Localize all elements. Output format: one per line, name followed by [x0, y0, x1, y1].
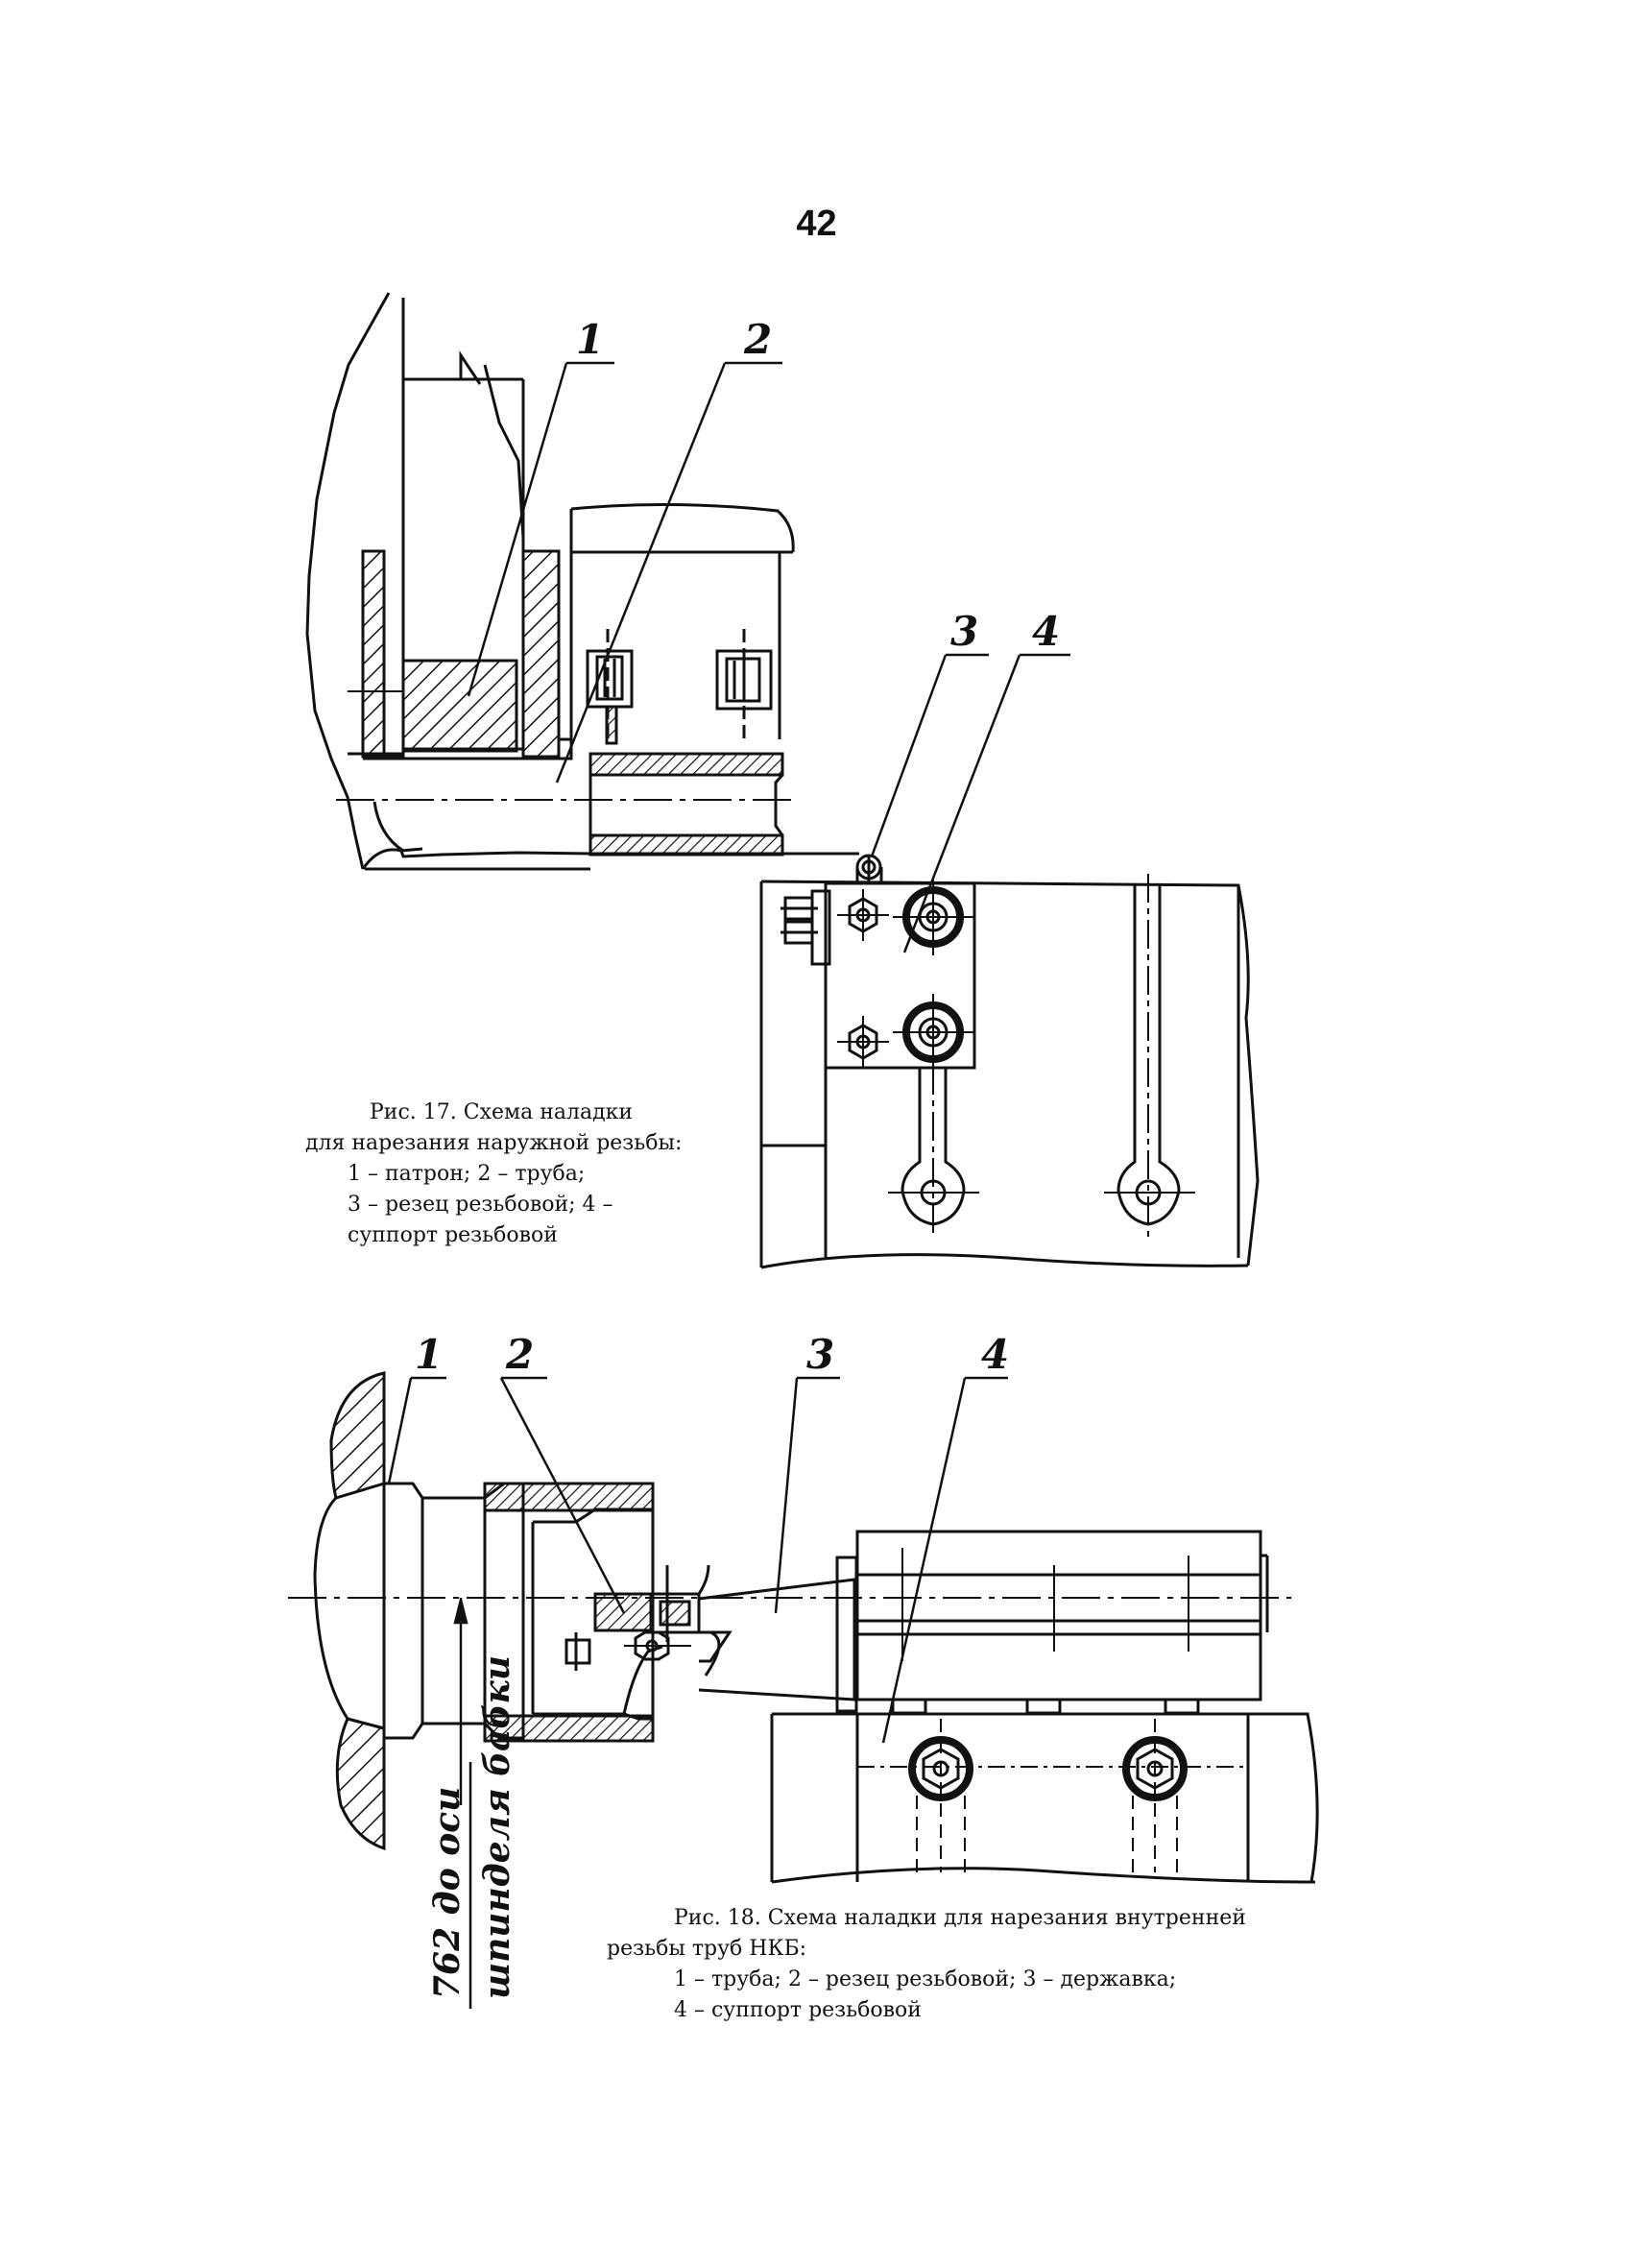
- fig18-label-4: 4: [981, 1331, 1009, 1378]
- fig17-label-1: 1: [576, 316, 604, 363]
- figure-17-drawing: 1 2 3 4: [305, 292, 1260, 1269]
- fig18-label-3: 3: [806, 1331, 834, 1378]
- thread-support-carriage: [770, 1530, 1319, 1884]
- leader-lines: [387, 1376, 1008, 1744]
- pipe: [518, 752, 784, 857]
- dimension-arrow: [453, 1598, 468, 1805]
- fig18-label-1: 1: [415, 1331, 443, 1378]
- caption-line: резьбы труб НКБ:: [607, 1937, 807, 1961]
- pipe-sleeve: [483, 1482, 663, 1743]
- thread-cutter: [590, 852, 883, 885]
- chuck-body: [305, 292, 591, 871]
- fig18-label-2: 2: [505, 1331, 534, 1378]
- caption-line: 1 – труба; 2 – резец резьбовой; 3 – держ…: [674, 1967, 1177, 1991]
- caption-line: Рис. 17. Схема наладки: [370, 1100, 634, 1124]
- internal-thread-cutter: [564, 1564, 710, 1671]
- thread-support: [780, 879, 976, 1071]
- chuck-walls: [348, 377, 573, 760]
- caption-line: для нарезания наружной резьбы:: [305, 1131, 683, 1155]
- fig18-caption: Рис. 18. Схема наладки для нарезания вну…: [607, 1903, 1246, 2026]
- chuck-jaw: [401, 659, 518, 753]
- caption-line: 1 – патрон; 2 – труба;: [348, 1162, 586, 1186]
- fig17-label-2: 2: [743, 316, 772, 363]
- fig17-label-4: 4: [1032, 608, 1060, 655]
- tool-holder-body: [569, 502, 795, 745]
- caption-line: суппорт резьбовой: [348, 1223, 558, 1247]
- figure-18-drawing: 762 до оси шпинделя бабки 1 2 3 4: [288, 1331, 1319, 2009]
- caption-line: 3 – резец резьбовой; 4 –: [348, 1193, 613, 1217]
- fig17-label-3: 3: [950, 608, 978, 655]
- page-number: 42: [796, 204, 837, 244]
- caption-line: Рис. 18. Схема наладки для нарезания вну…: [674, 1906, 1246, 1930]
- dimension-text-1: 762 до оси: [427, 1787, 468, 1999]
- carriage: [759, 874, 1260, 1269]
- spindle-headstock: [313, 1371, 525, 1851]
- caption-line: 4 – суппорт резьбовой: [674, 1998, 922, 2022]
- dimension-text-2: шпинделя бабки: [477, 1655, 517, 1999]
- fig17-caption: Рис. 17. Схема наладки для нарезания нар…: [305, 1098, 747, 1251]
- leader-lines: [467, 361, 1070, 953]
